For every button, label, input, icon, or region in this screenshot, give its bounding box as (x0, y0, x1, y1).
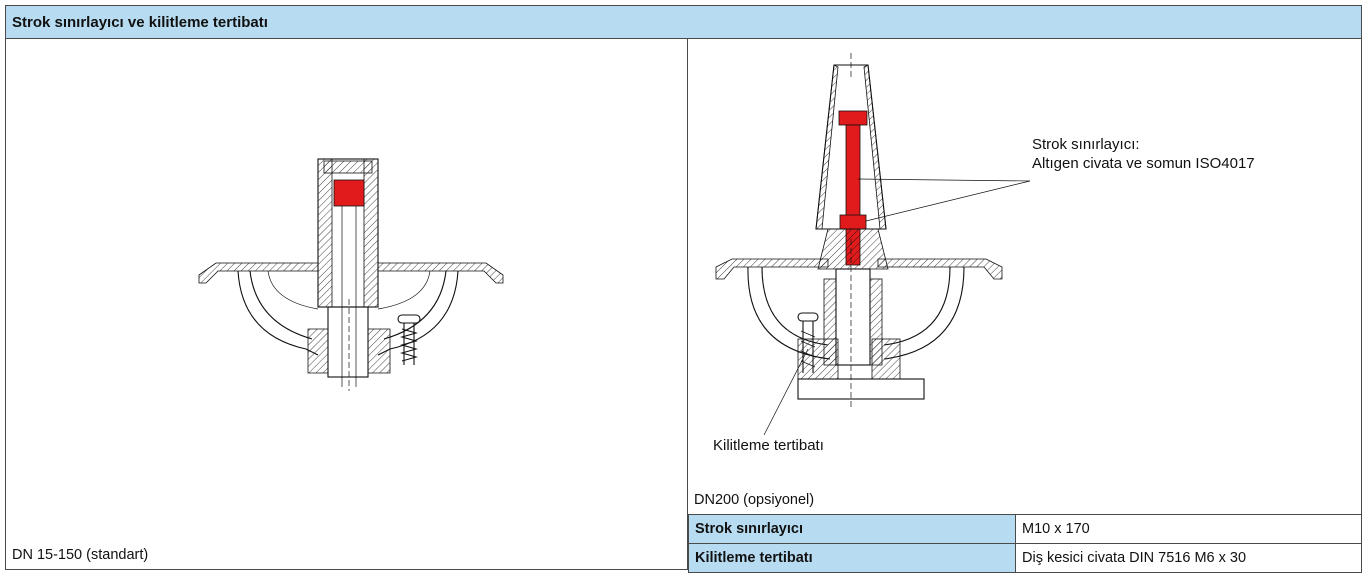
spec-value: M10 x 170 (1015, 514, 1362, 544)
stroke-limiter-annotation: Strok sınırlayıcı: Altıgen civata ve som… (1032, 135, 1255, 173)
document-frame: Strok sınırlayıcı ve kilitleme tertibatı (5, 5, 1362, 573)
spec-label: Kilitleme tertibatı (688, 543, 1016, 573)
spec-label: Strok sınırlayıcı (688, 514, 1016, 544)
section-title: Strok sınırlayıcı ve kilitleme tertibatı (12, 14, 268, 31)
drawing-dn200 (715, 53, 1031, 436)
table-row: Kilitleme tertibatı Diş kesici civata DI… (688, 543, 1362, 573)
column-divider (687, 39, 688, 570)
locking-device-annotation: Kilitleme tertibatı (713, 437, 824, 454)
stroke-limiter-nut (839, 214, 867, 230)
spec-value: Diş kesici civata DIN 7516 M6 x 30 (1015, 543, 1362, 573)
section-header: Strok sınırlayıcı ve kilitleme tertibatı (6, 6, 1361, 39)
spec-table: Strok sınırlayıcı M10 x 170 Kilitleme te… (688, 514, 1362, 573)
stroke-limiter-bolt-head (838, 110, 868, 126)
table-row: Strok sınırlayıcı M10 x 170 (688, 514, 1362, 544)
stroke-limiter-annotation-line1: Strok sınırlayıcı: (1032, 136, 1140, 153)
stroke-limiter-nut (333, 179, 365, 207)
drawing-dn15-150 (198, 158, 504, 391)
right-caption: DN200 (opsiyonel) (694, 492, 815, 508)
left-caption: DN 15-150 (standart) (12, 547, 149, 563)
stroke-limiter-annotation-line2: Altıgen civata ve somun ISO4017 (1032, 155, 1255, 172)
